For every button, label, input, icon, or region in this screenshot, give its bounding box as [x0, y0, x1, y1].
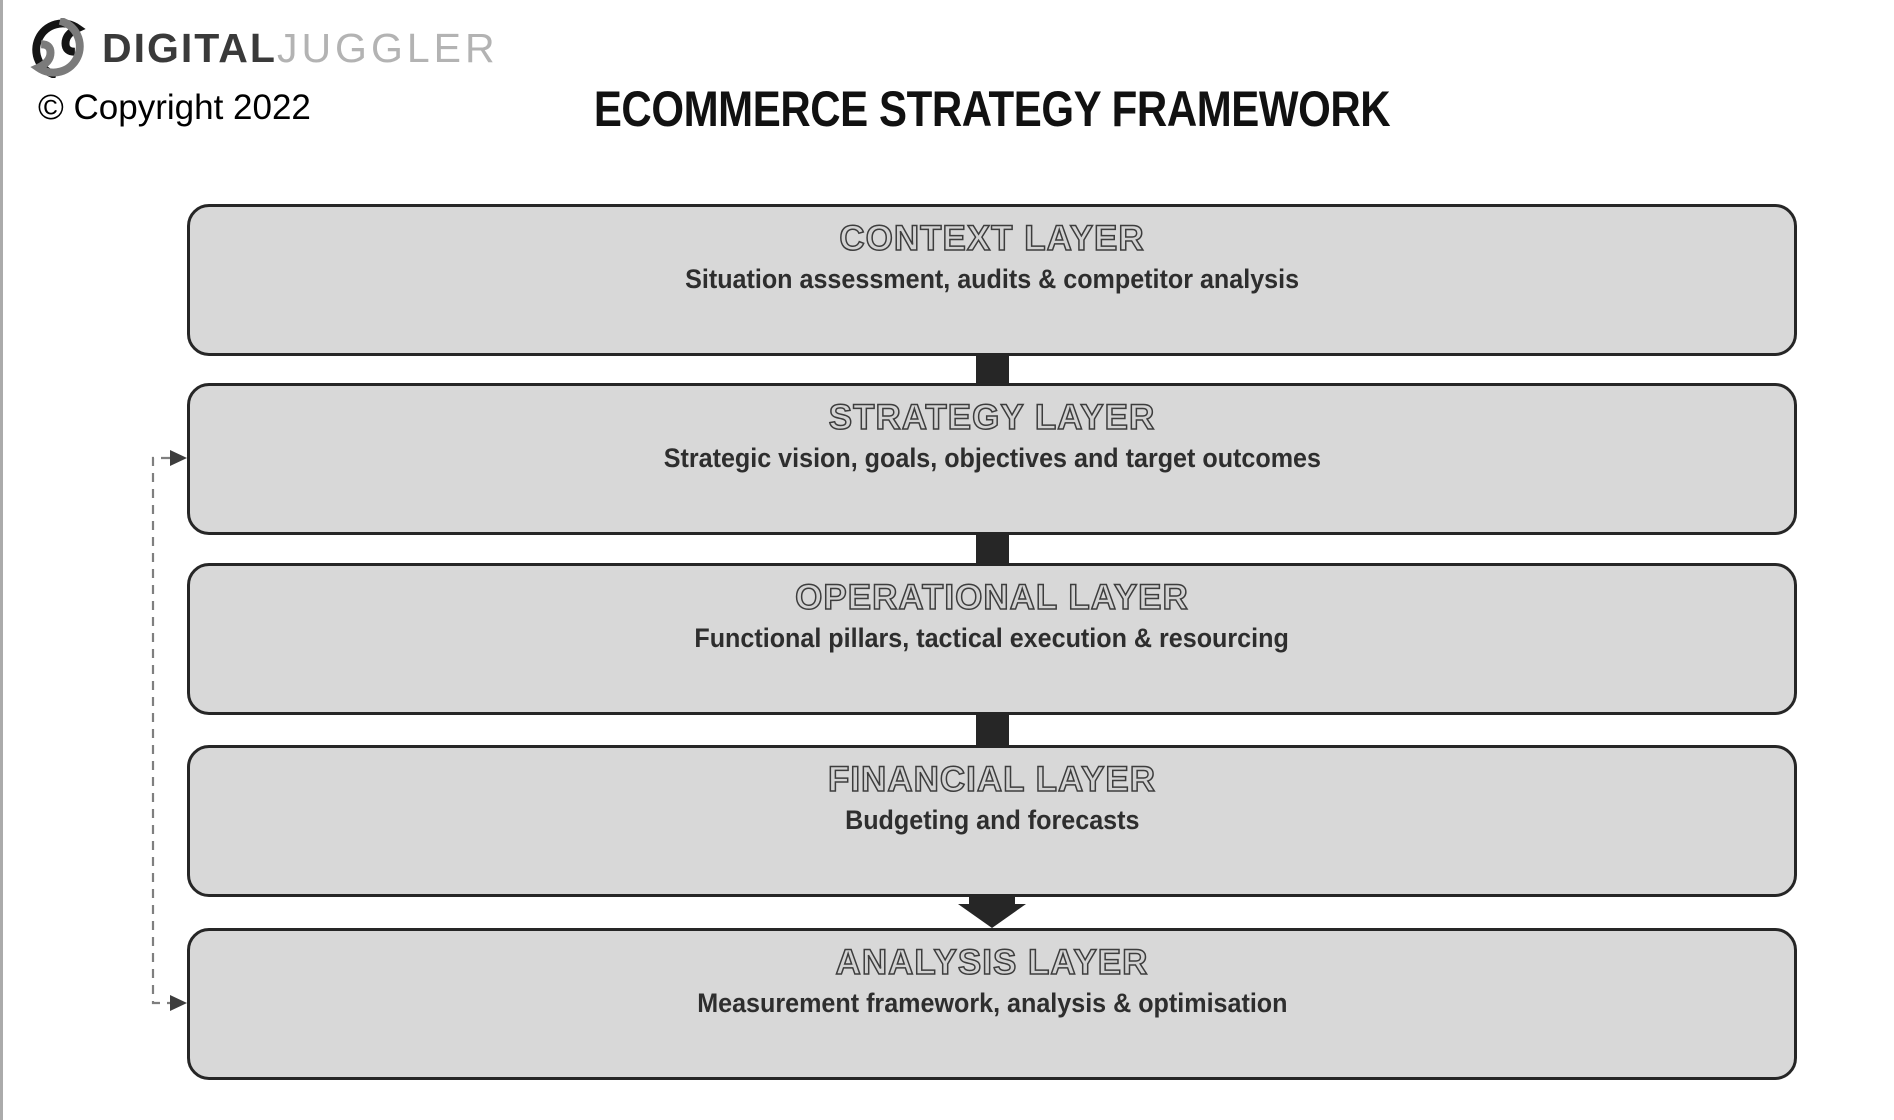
- feedback-loop-dashed-connector: [151, 450, 187, 1011]
- digitaljuggler-logo-icon: [30, 18, 86, 78]
- framework-layer-stack: CONTEXT LAYER Situation assessment, audi…: [187, 204, 1797, 1080]
- layer-title-financial: FINANCIAL LAYER: [827, 759, 1157, 800]
- layer-box-analysis: ANALYSIS LAYER Measurement framework, an…: [187, 928, 1797, 1080]
- copyright-notice: © Copyright 2022: [38, 88, 311, 127]
- layer-title-operational: OPERATIONAL LAYER: [794, 577, 1189, 618]
- digitaljuggler-brand: DIGITALJUGGLER: [28, 18, 499, 78]
- layer-box-operational: OPERATIONAL LAYER Functional pillars, ta…: [187, 563, 1797, 715]
- page-title-text: ECOMMERCE STRATEGY FRAMEWORK: [593, 81, 1391, 137]
- arrowhead-into-analysis: [170, 995, 187, 1011]
- layer-subtitle-operational: Functional pillars, tactical execution &…: [694, 623, 1290, 653]
- layer-subtitle-financial: Budgeting and forecasts: [844, 805, 1140, 835]
- layer-subtitle-context: Situation assessment, audits & competito…: [684, 264, 1299, 294]
- connector-context-strategy: [187, 356, 1797, 383]
- block-connector-icon: [975, 535, 1009, 563]
- layer-title-analysis: ANALYSIS LAYER: [835, 942, 1149, 983]
- wordmark-digital: DIGITAL: [102, 24, 277, 71]
- layer-box-context: CONTEXT LAYER Situation assessment, audi…: [187, 204, 1797, 356]
- block-connector-icon: [975, 356, 1009, 383]
- arrowhead-into-strategy: [170, 450, 187, 466]
- connector-strategy-operational: [187, 535, 1797, 563]
- block-connector-icon: [975, 715, 1009, 745]
- layer-title-context: CONTEXT LAYER: [839, 218, 1145, 259]
- layer-title-strategy: STRATEGY LAYER: [828, 397, 1156, 438]
- page-edge-line: [0, 0, 3, 1120]
- connector-operational-financial: [187, 715, 1797, 745]
- digitaljuggler-wordmark: DIGITALJUGGLER: [102, 24, 499, 71]
- connector-financial-analysis: [187, 897, 1797, 928]
- layer-box-financial: FINANCIAL LAYER Budgeting and forecasts: [187, 745, 1797, 897]
- layer-subtitle-analysis: Measurement framework, analysis & optimi…: [696, 988, 1288, 1018]
- page-title: ECOMMERCE STRATEGY FRAMEWORK: [187, 84, 1797, 134]
- wordmark-juggler: JUGGLER: [276, 24, 499, 71]
- layer-box-strategy: STRATEGY LAYER Strategic vision, goals, …: [187, 383, 1797, 535]
- down-arrow-icon: [958, 897, 1026, 928]
- layer-subtitle-strategy: Strategic vision, goals, objectives and …: [663, 443, 1321, 473]
